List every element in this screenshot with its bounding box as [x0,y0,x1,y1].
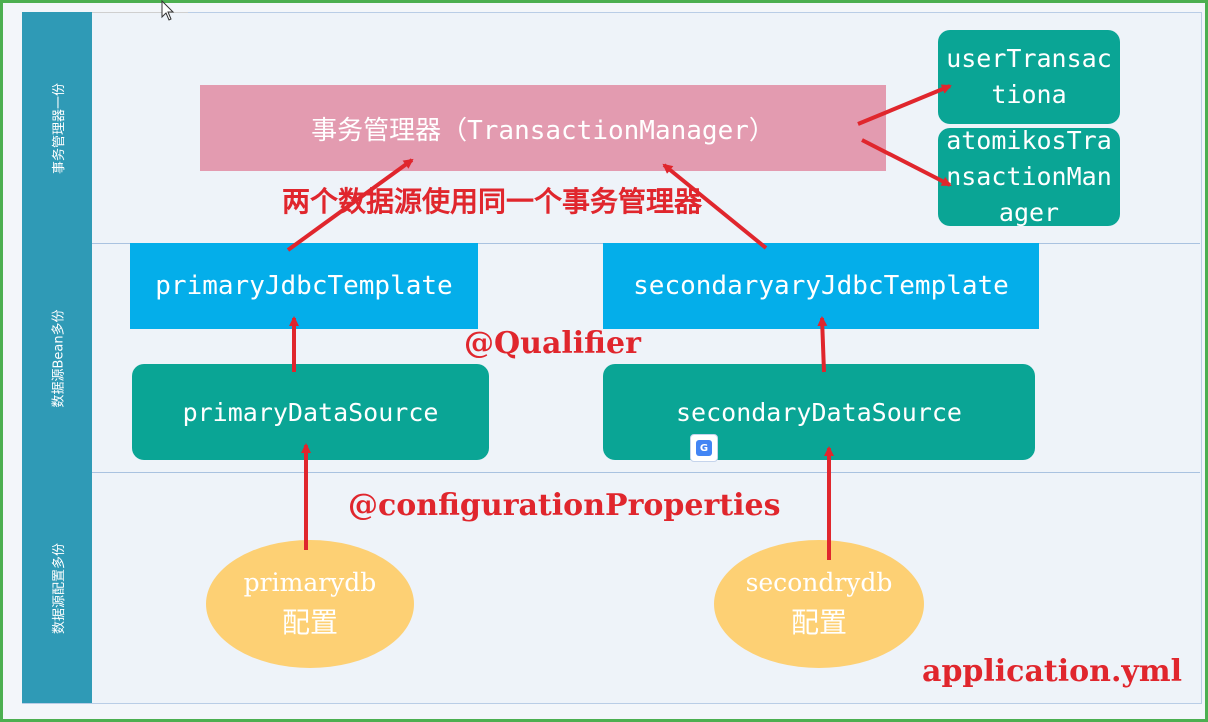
user-transaction-box: userTransactiona [938,30,1120,124]
secondary-datasource-box: secondaryDataSource [603,364,1035,460]
secondary-jdbc-template-box: secondaryaryJdbcTemplate [603,243,1039,329]
divider [92,12,188,13]
cursor-icon [161,0,175,21]
configuration-properties-annotation: @configurationProperties [348,488,781,523]
lane-datasource-config: 数据源配置多份 [22,473,92,703]
secondary-config-suffix: 配置 [790,605,847,639]
primary-config-name: primarydb [243,567,377,597]
secondary-config-name: secondrydb [745,567,893,597]
primary-config-ellipse: primarydb 配置 [206,540,414,668]
arrow-tm-to-atomikos [861,138,952,187]
primary-jdbc-template-box: primaryJdbcTemplate [130,243,478,329]
atomikos-transaction-manager-box: atomikosTransactionManager [938,126,1120,227]
transaction-manager-box: 事务管理器（TransactionManager） [200,85,886,171]
translate-icon[interactable]: G [690,434,718,462]
lane-transaction-manager: 事务管理器一份 [22,12,92,244]
primary-config-suffix: 配置 [281,605,338,639]
arrow-secondary-ds-to-template [817,316,828,373]
arrow-secondary-template-to-tm [662,163,768,250]
arrow-primary-template-to-tm [286,158,414,252]
lane-separator [92,472,1200,473]
qualifier-annotation: @Qualifier [464,326,641,361]
lane-datasource-beans: 数据源Bean多份 [22,244,92,473]
arrow-tm-to-user-transaction [857,84,952,126]
secondary-config-ellipse: secondrydb 配置 [714,540,924,668]
application-yml-label: application.yml [922,654,1182,689]
